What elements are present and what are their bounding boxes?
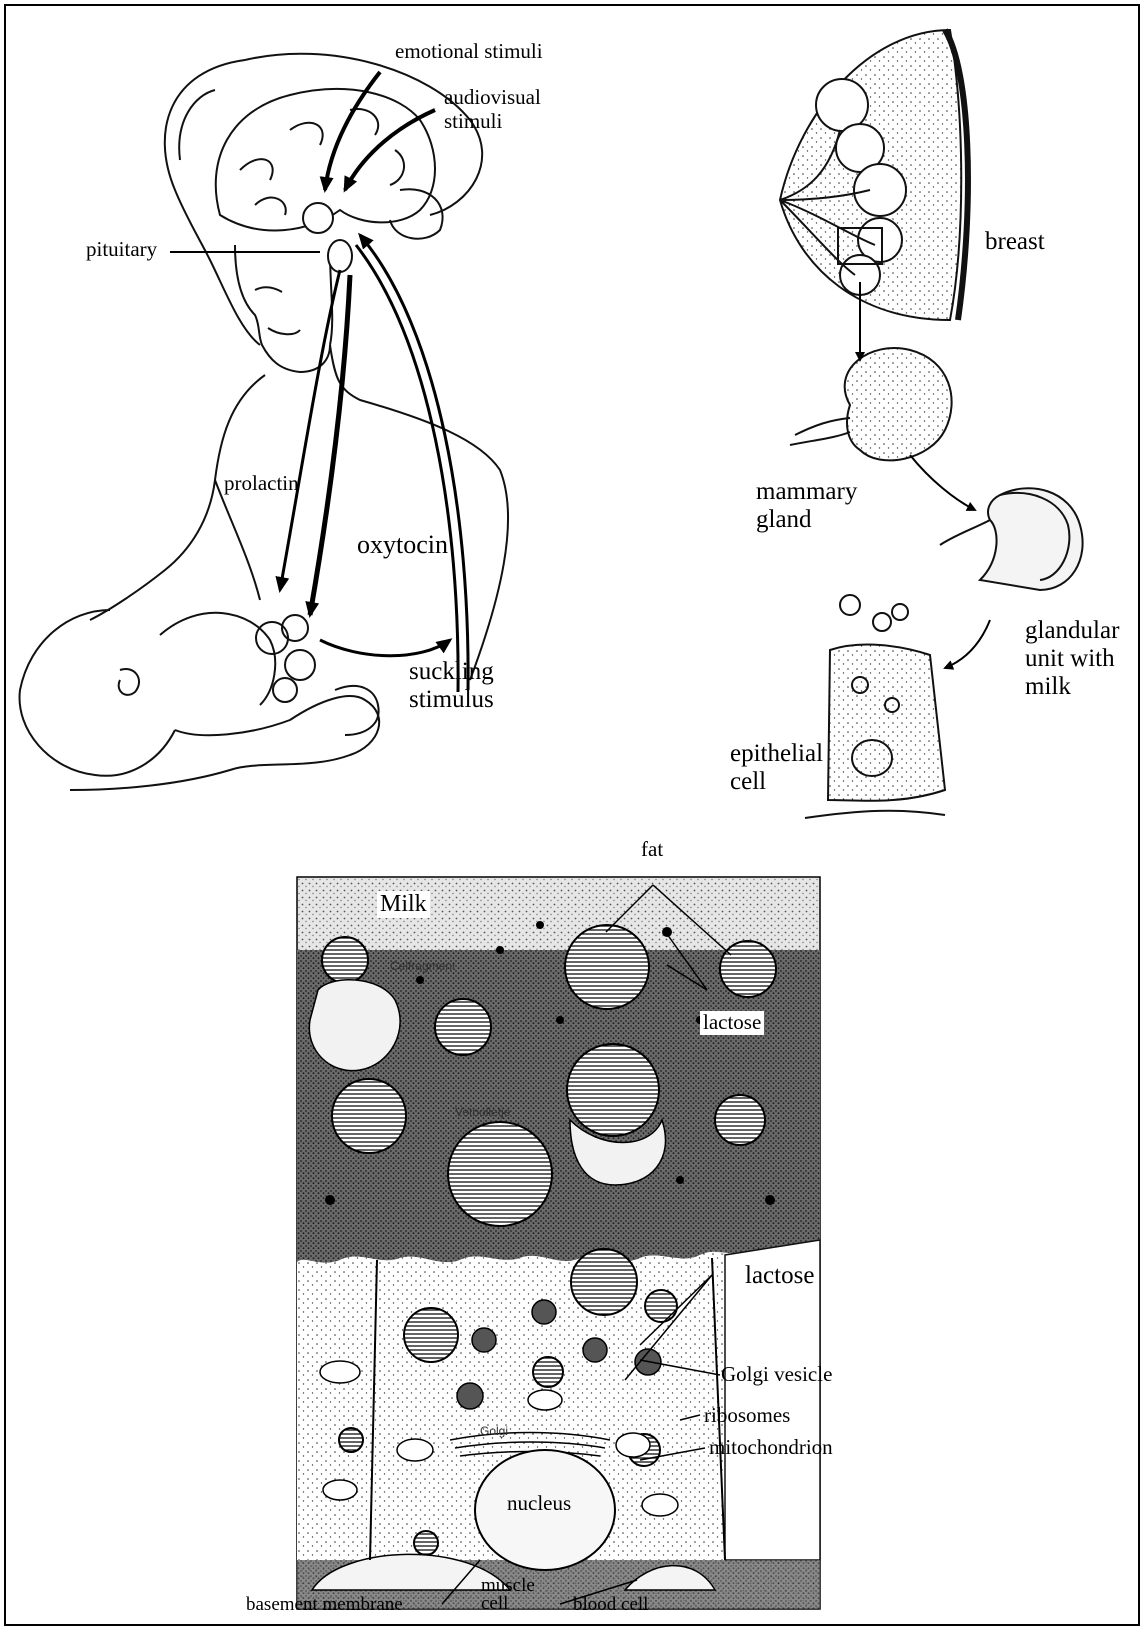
glandular-unit: [980, 488, 1083, 590]
neuro-arrows: [170, 72, 468, 692]
label-breast: breast: [985, 228, 1045, 256]
label-milk: Milk: [377, 891, 430, 918]
label-suckling-stimulus: suckling stimulus: [409, 658, 494, 714]
label-epithelial-cell: epithelial cell: [730, 740, 823, 796]
anatomy-arrows: [860, 282, 990, 668]
label-mitochondrion: mitochondrion: [709, 1436, 833, 1460]
label-muscle-cell: muscle cell: [481, 1577, 535, 1613]
epithelial-cell: [828, 645, 945, 801]
inner-label-celfragment: Celfragment: [390, 960, 455, 973]
label-lactose-top: lactose: [700, 1011, 764, 1035]
label-audiovisual-stimuli: audiovisual stimuli: [444, 86, 541, 133]
label-nucleus: nucleus: [507, 1492, 571, 1516]
label-blood-cell: blood cell: [573, 1594, 648, 1615]
label-basement-membrane: basement membrane: [246, 1594, 403, 1615]
label-oxytocin: oxytocin: [357, 530, 448, 559]
mammary-gland: [845, 348, 952, 460]
label-lactose-mid: lactose: [745, 1262, 814, 1290]
label-fat: fat: [641, 838, 663, 862]
inner-label-vetbolletje: Vetbolletje: [455, 1106, 510, 1119]
label-golgi-vesicle: Golgi vesicle: [721, 1363, 832, 1387]
pituitary-gland: [328, 240, 352, 272]
label-mammary-gland: mammary gland: [756, 478, 857, 534]
label-pituitary: pituitary: [86, 238, 157, 262]
label-emotional-stimuli: emotional stimuli: [395, 40, 543, 64]
label-ribosomes: ribosomes: [704, 1404, 790, 1428]
inner-label-golgi: Golgi: [480, 1425, 508, 1438]
label-glandular-unit: glandular unit with milk: [1025, 617, 1119, 701]
baby-head: [20, 610, 175, 776]
label-prolactin: prolactin: [224, 472, 299, 496]
